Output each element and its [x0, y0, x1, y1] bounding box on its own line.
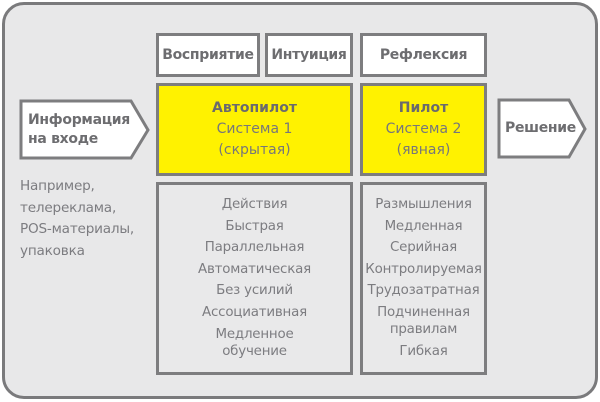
system1-qualifier: (скрытая) — [218, 142, 291, 158]
perception-header: Восприятие — [156, 33, 260, 77]
trait: Серийная — [390, 240, 457, 256]
system2-subtitle: Система 2 — [385, 121, 462, 137]
example-note: Например, телереклама, POS-материалы, уп… — [20, 178, 135, 259]
pentagon-arrow-icon — [19, 99, 150, 160]
input-arrow: Информация на входе — [19, 99, 151, 161]
system2-qualifier: (явная) — [396, 142, 451, 158]
trait: Действия — [221, 197, 288, 212]
trait: Параллельная — [204, 240, 305, 256]
trait: Подчиненная правилам — [377, 304, 470, 337]
system2-title: Пилот — [398, 100, 449, 116]
trait: Контролируемая — [365, 261, 482, 277]
trait: Размышления — [375, 197, 472, 212]
system1-subtitle: Система 1 — [216, 121, 293, 137]
system1-box: Автопилот Система 1 (скрытая) — [156, 83, 353, 176]
reflection-label: Рефлексия — [379, 47, 468, 63]
pentagon-arrow-icon — [497, 98, 587, 159]
system2-traits: Размышления Медленная Серийная Контролир… — [360, 182, 487, 375]
intuition-label: Интуиция — [271, 47, 347, 63]
trait: Без усилий — [216, 283, 293, 299]
trait: Быстрая — [225, 218, 284, 234]
trait: Трудозатратная — [367, 283, 480, 299]
trait: Ассоциативная — [202, 304, 307, 320]
decision-arrow-label: Решение — [505, 120, 576, 136]
system1-traits: Действия Быстрая Параллельная Автоматиче… — [156, 182, 353, 375]
trait: Гибкая — [399, 343, 448, 359]
system2-box: Пилот Система 2 (явная) — [360, 83, 487, 176]
input-arrow-label: Информация на входе — [28, 112, 130, 147]
decision-arrow: Решение — [497, 98, 589, 160]
perception-label: Восприятие — [162, 47, 254, 63]
system1-title: Автопилот — [212, 100, 297, 116]
trait: Медленное обучение — [215, 326, 294, 359]
intuition-header: Интуиция — [265, 33, 353, 77]
reflection-header: Рефлексия — [360, 33, 487, 77]
trait: Автоматическая — [198, 261, 311, 277]
trait: Медленная — [384, 218, 463, 234]
